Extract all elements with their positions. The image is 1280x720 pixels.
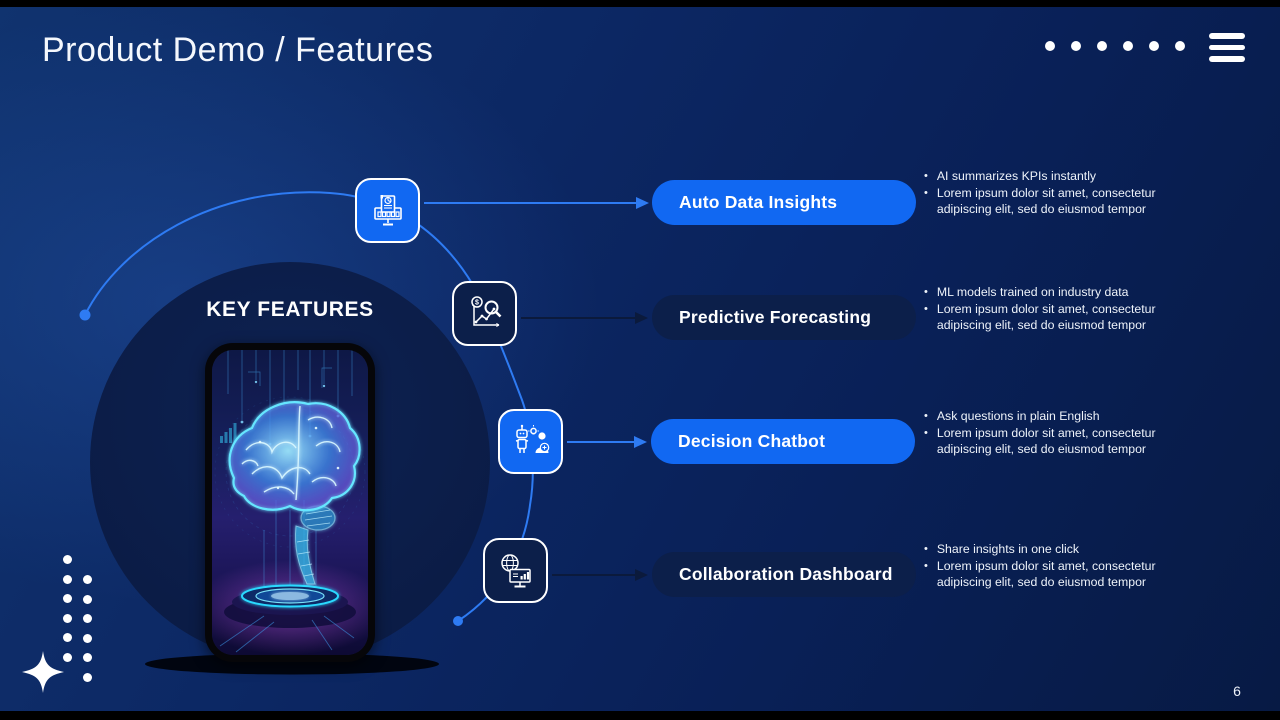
feature-label: Collaboration Dashboard [679, 564, 893, 584]
bullet-item: Lorem ipsum dolor sit amet, consectetur … [924, 426, 1182, 458]
phone-mockup [205, 343, 375, 662]
bullet-item: AI summarizes KPIs instantly [924, 169, 1182, 185]
hamburger-icon[interactable] [1209, 33, 1245, 62]
feature-label: Auto Data Insights [679, 192, 838, 212]
feature-pill-predictive-forecasting[interactable]: Predictive Forecasting [652, 295, 916, 340]
forecast-chart-icon: $ [452, 281, 517, 346]
hub-label: KEY FEATURES [206, 298, 374, 321]
feature-label: Predictive Forecasting [679, 307, 872, 327]
feature-pill-collaboration-dashboard[interactable]: Collaboration Dashboard [652, 552, 916, 597]
header-dots-decoration [1045, 41, 1185, 51]
monitor-report-icon [355, 178, 420, 243]
feature-bullets-decision-chatbot: Ask questions in plain English Lorem ips… [924, 409, 1182, 459]
arc-start-dot [79, 309, 91, 321]
page-number: 6 [1233, 683, 1241, 699]
feature-bullets-auto-data-insights: AI summarizes KPIs instantly Lorem ipsum… [924, 169, 1182, 219]
bullet-item: Lorem ipsum dolor sit amet, consectetur … [924, 186, 1182, 218]
feature-label: Decision Chatbot [678, 431, 826, 451]
top-black-bar [0, 0, 1280, 7]
bullet-item: Lorem ipsum dolor sit amet, consectetur … [924, 302, 1182, 334]
robot-person-icon [498, 409, 563, 474]
feature-bullets-collaboration-dashboard: Share insights in one click Lorem ipsum … [924, 542, 1182, 592]
phone-screen-brain-image [212, 350, 368, 655]
dot-column-decoration [83, 575, 92, 682]
bullet-item: Ask questions in plain English [924, 409, 1182, 425]
bullet-item: Share insights in one click [924, 542, 1182, 558]
feature-pill-decision-chatbot[interactable]: Decision Chatbot [651, 419, 915, 464]
page-title: Product Demo / Features [42, 31, 434, 69]
sparkle-icon [20, 649, 66, 700]
svg-text:$: $ [475, 299, 479, 306]
bullet-item: Lorem ipsum dolor sit amet, consectetur … [924, 559, 1182, 591]
bullet-item: ML models trained on industry data [924, 285, 1182, 301]
dot-column-decoration [63, 555, 72, 662]
feature-pill-auto-data-insights[interactable]: Auto Data Insights [652, 180, 916, 225]
bottom-black-bar [0, 711, 1280, 720]
arc-end-dot [453, 616, 463, 626]
globe-dashboard-icon [483, 538, 548, 603]
feature-bullets-predictive-forecasting: ML models trained on industry data Lorem… [924, 285, 1182, 335]
